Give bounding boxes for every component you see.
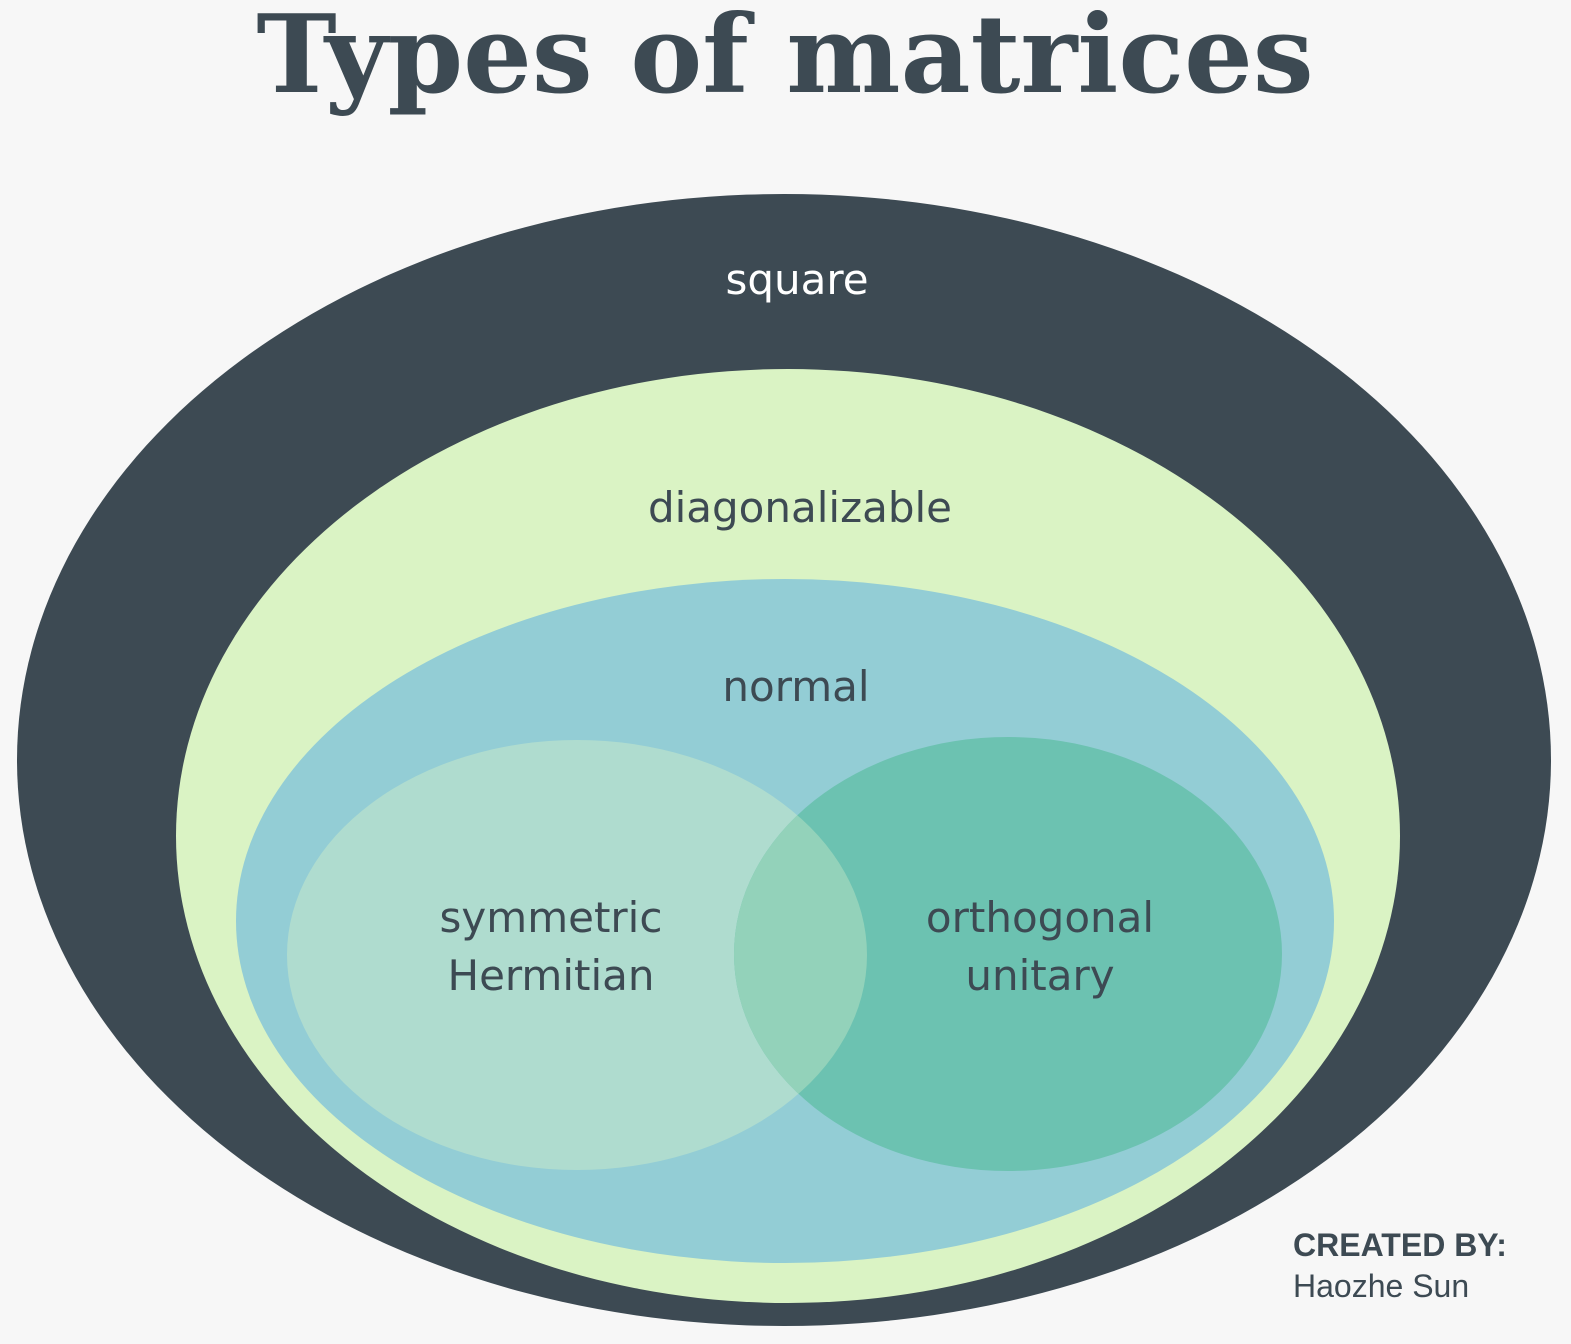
square-label: square [725, 255, 868, 304]
normal-label: normal [722, 662, 869, 711]
unitary-label: unitary [965, 951, 1114, 1000]
credit-heading: CREATED BY: [1293, 1227, 1507, 1263]
hermitian-label: Hermitian [447, 951, 654, 1000]
symmetric-hermitian-set [287, 740, 867, 1170]
diagonalizable-label: diagonalizable [648, 483, 952, 532]
credit-name: Haozhe Sun [1293, 1268, 1469, 1304]
symmetric-label: symmetric [440, 893, 663, 942]
orthogonal-unitary-set [734, 737, 1282, 1171]
orthogonal-label: orthogonal [926, 893, 1154, 942]
diagram-title: Types of matrices [256, 0, 1313, 118]
